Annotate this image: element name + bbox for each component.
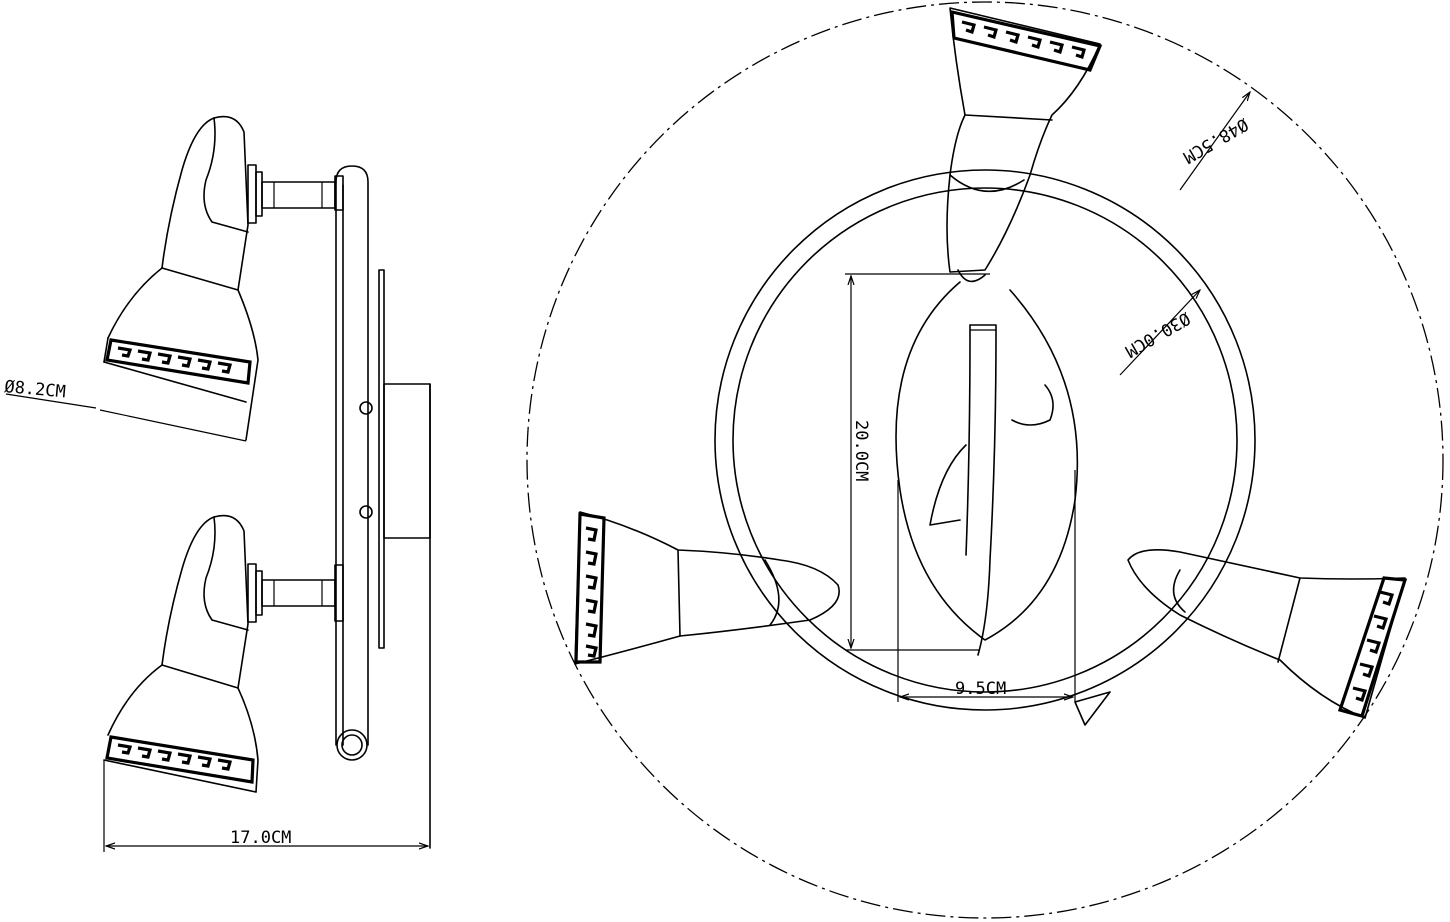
overall-height-dimension: 17.0CM: [103, 760, 428, 852]
wall-plate: [378, 269, 431, 849]
top-greek-band: [950, 9, 1103, 72]
right-greek-band: [1337, 576, 1408, 718]
support-tube: [335, 165, 373, 761]
ring-base: [714, 169, 1256, 711]
shade-diameter-label: Ø8.2CM: [4, 377, 67, 402]
side-view: Ø8.2CM 17.0CM: [4, 115, 431, 852]
center-arm: [895, 281, 1079, 656]
right-lamp: [1127, 549, 1408, 719]
base-diameter-label: Ø30.0CM: [1121, 308, 1193, 361]
arm-length-label: 20.0CM: [851, 420, 871, 481]
lower-side-greek-band: [105, 735, 255, 784]
outer-diameter-circle: [526, 1, 1444, 919]
outer-diameter-dimension: Ø48.5CM: [1179, 92, 1252, 191]
top-view: 20.0CM 9.5CM Ø30.0CM Ø48.5CM: [526, 1, 1444, 919]
upper-side-greek-band: [105, 338, 252, 385]
overall-height-label: 17.0CM: [230, 828, 291, 848]
left-lamp: [574, 511, 840, 665]
top-lamp: [946, 7, 1103, 283]
base-diameter-dimension: Ø30.0CM: [1119, 290, 1200, 376]
upper-side-lamp: [99, 115, 344, 442]
lower-side-lamp: [103, 514, 344, 793]
arm-offset-label: 9.5CM: [955, 679, 1006, 699]
arm-length-dimension: 20.0CM: [845, 273, 990, 651]
arm-offset-dimension: 9.5CM: [897, 470, 1111, 726]
shade-diameter-dimension: Ø8.2CM: [4, 377, 97, 409]
outer-diameter-label: Ø48.5CM: [1179, 114, 1251, 167]
left-greek-band: [574, 512, 606, 664]
